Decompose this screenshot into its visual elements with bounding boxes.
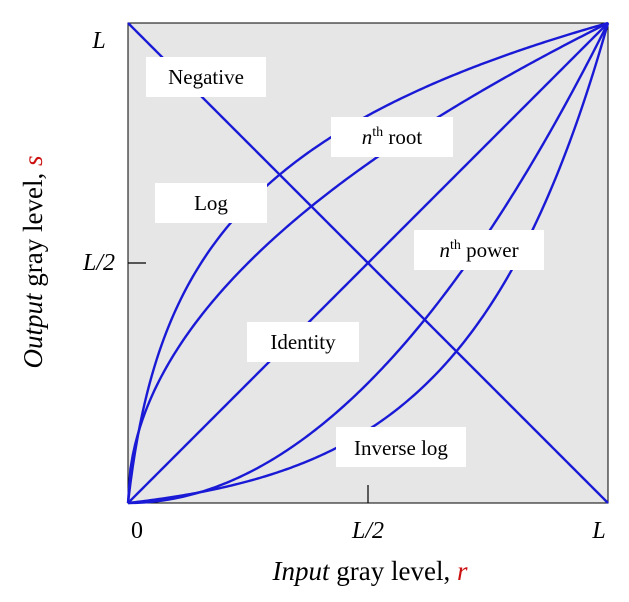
x-tick-label-L: L: [591, 518, 605, 544]
label-identity: Identity: [247, 322, 359, 362]
label-power: nth power: [414, 230, 544, 270]
label-invlog-text: Inverse log: [354, 436, 448, 460]
label-log: Log: [155, 183, 267, 223]
y-tick-label-L: L: [91, 28, 105, 54]
label-identity-text: Identity: [270, 330, 336, 354]
label-log-text: Log: [194, 191, 228, 215]
x-tick-label-half: L/2: [351, 518, 384, 544]
y-axis-title: Output gray level, s: [18, 156, 48, 369]
curve-power: [127, 22, 610, 505]
label-invlog: Inverse log: [336, 427, 466, 467]
x-tick-label-0: 0: [131, 518, 143, 544]
label-negative-text: Negative: [168, 65, 244, 89]
curve-root: [126, 21, 609, 504]
label-power-text: nth power: [439, 238, 518, 262]
curve-log: [126, 21, 609, 504]
y-tick-label-half: L/2: [82, 250, 115, 276]
x-axis-title: Input gray level, r: [272, 556, 468, 586]
curve-identity: [127, 22, 609, 504]
label-root-text: nth root: [362, 125, 423, 149]
label-root: nth root: [331, 117, 453, 157]
label-negative: Negative: [146, 57, 266, 97]
